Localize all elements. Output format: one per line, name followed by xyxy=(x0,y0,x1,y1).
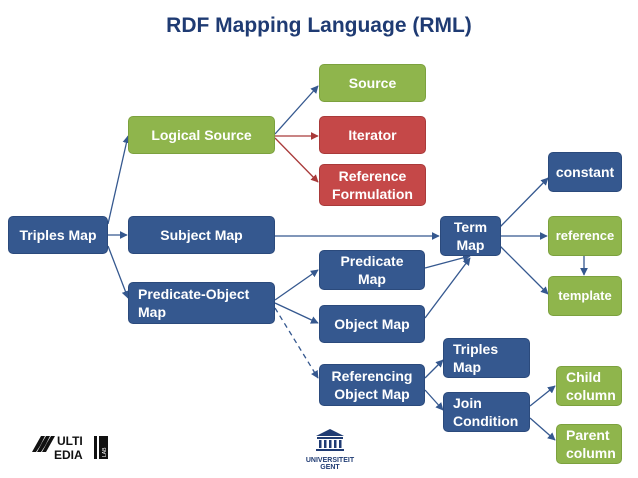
node-triples-map: Triples Map xyxy=(8,216,108,254)
edge-join-parent xyxy=(529,417,556,441)
node-object-map: Object Map xyxy=(319,305,425,343)
multimedia-lab-logo: ULTI EDIA LAB xyxy=(32,434,108,462)
edge-pom-object xyxy=(274,302,319,324)
edge-object-term xyxy=(424,257,471,319)
universiteit-gent-logo: UNIVERSITEIT GENT xyxy=(302,428,358,472)
node-source: Source xyxy=(319,64,426,102)
node-term-map: Term Map xyxy=(440,216,501,256)
svg-text:EDIA: EDIA xyxy=(54,448,83,462)
edge-join-child xyxy=(529,385,556,407)
node-subject-map: Subject Map xyxy=(128,216,275,254)
edge-pom-predicate xyxy=(274,269,319,301)
node-iterator: Iterator xyxy=(319,116,426,154)
svg-text:LAB: LAB xyxy=(102,447,108,457)
edge-refobj-join xyxy=(424,389,444,411)
node-predicate-object-map: Predicate-Object Map xyxy=(128,282,275,324)
edge-predicate-term xyxy=(424,254,471,269)
node-join-condition: Join Condition xyxy=(443,392,530,432)
svg-text:ULTI: ULTI xyxy=(57,434,83,448)
edge-logical-source xyxy=(274,85,319,135)
edge-pom-refobj xyxy=(274,307,319,379)
node-child-column: Child column xyxy=(556,366,622,406)
node-triples-map-ref: Triples Map xyxy=(443,338,530,378)
node-template: template xyxy=(548,276,622,316)
node-reference: reference xyxy=(548,216,622,256)
page-title: RDF Mapping Language (RML) xyxy=(166,14,472,37)
node-referencing-object-map: Referencing Object Map xyxy=(319,364,425,406)
node-reference-formulation: Reference Formulation xyxy=(319,164,426,206)
edge-triples-logical xyxy=(107,135,131,225)
node-logical-source: Logical Source xyxy=(128,116,275,154)
node-constant: constant xyxy=(548,152,622,192)
university-building-icon xyxy=(316,429,344,451)
edge-term-constant xyxy=(499,177,549,228)
edge-logical-refform xyxy=(274,137,319,183)
edge-triples-pom xyxy=(107,245,130,299)
node-parent-column: Parent column xyxy=(556,424,622,464)
edge-refobj-triples xyxy=(424,359,444,379)
node-predicate-map: Predicate Map xyxy=(319,250,425,290)
edge-term-template xyxy=(499,245,549,295)
universiteit-gent-label: UNIVERSITEIT GENT xyxy=(305,457,355,471)
